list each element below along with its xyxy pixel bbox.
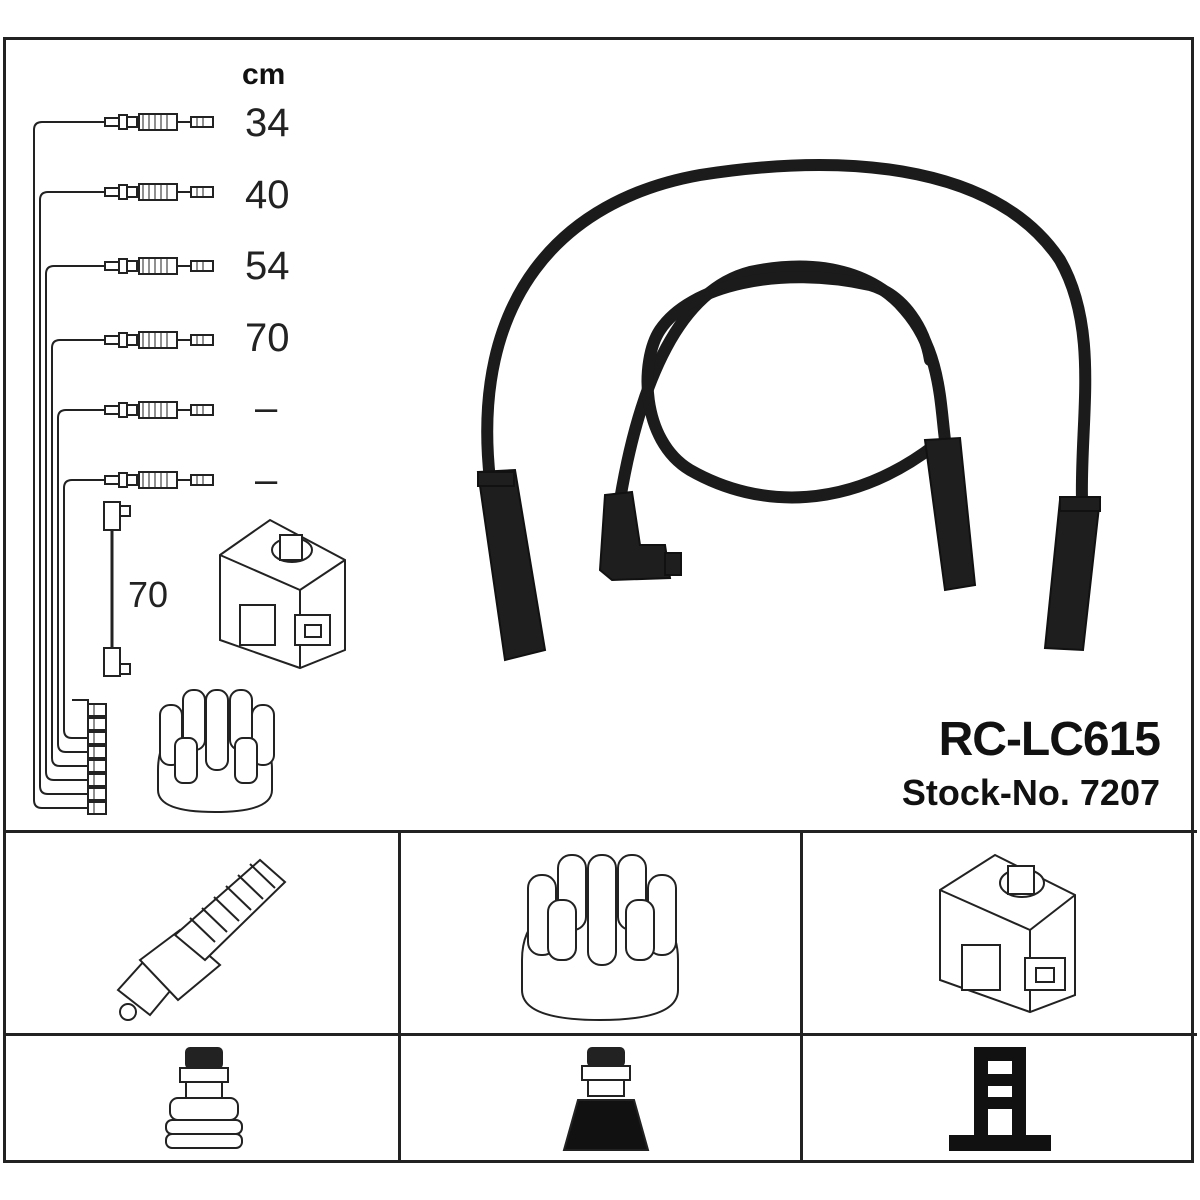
row-divider-top: [3, 830, 1197, 833]
lead-3-connectors: [104, 257, 214, 275]
cap-terminal-icon: [562, 1047, 650, 1151]
ignition-coil-icon: [939, 853, 1076, 1014]
column-divider-1: [398, 831, 401, 1163]
lead-length-3: 54: [245, 244, 290, 288]
plug-terminal-icon: [165, 1047, 243, 1149]
coil-terminal-icon: [949, 1047, 1051, 1151]
ignition-coil-icon-small: [219, 518, 346, 670]
ignition-cable-set: [481, 159, 1092, 506]
lead-length-2: 40: [245, 173, 290, 217]
lead-2-connectors: [104, 183, 214, 201]
lead-schematic: [33, 121, 105, 809]
spark-plug-icon: [116, 858, 287, 1021]
diagram-frame: [3, 37, 1194, 1163]
lead-length-6: –: [255, 458, 278, 502]
cable-boots: [476, 436, 1102, 662]
lead-1-connectors: [104, 113, 214, 131]
lead-4-connectors: [104, 331, 214, 349]
lead-5-connectors: [104, 401, 214, 419]
lead-length-4: 70: [245, 316, 290, 360]
product-code: RC-LC615: [938, 713, 1161, 766]
lead-length-5: –: [255, 386, 278, 430]
unit-label: cm: [242, 58, 286, 91]
lead-6-connectors: [104, 471, 214, 489]
lead-length-1: 34: [245, 101, 290, 145]
stock-number: Stock-No. 7207: [901, 772, 1160, 813]
coil-lead-schematic: [103, 501, 131, 677]
column-divider-2: [800, 831, 803, 1163]
distributor-cap-icon-small: [157, 689, 275, 814]
coil-lead-length: 70: [128, 574, 169, 615]
row-divider-bottom: [3, 1033, 1197, 1036]
distributor-cap-icon: [521, 854, 679, 1022]
cap-end-connectors: [87, 703, 107, 815]
